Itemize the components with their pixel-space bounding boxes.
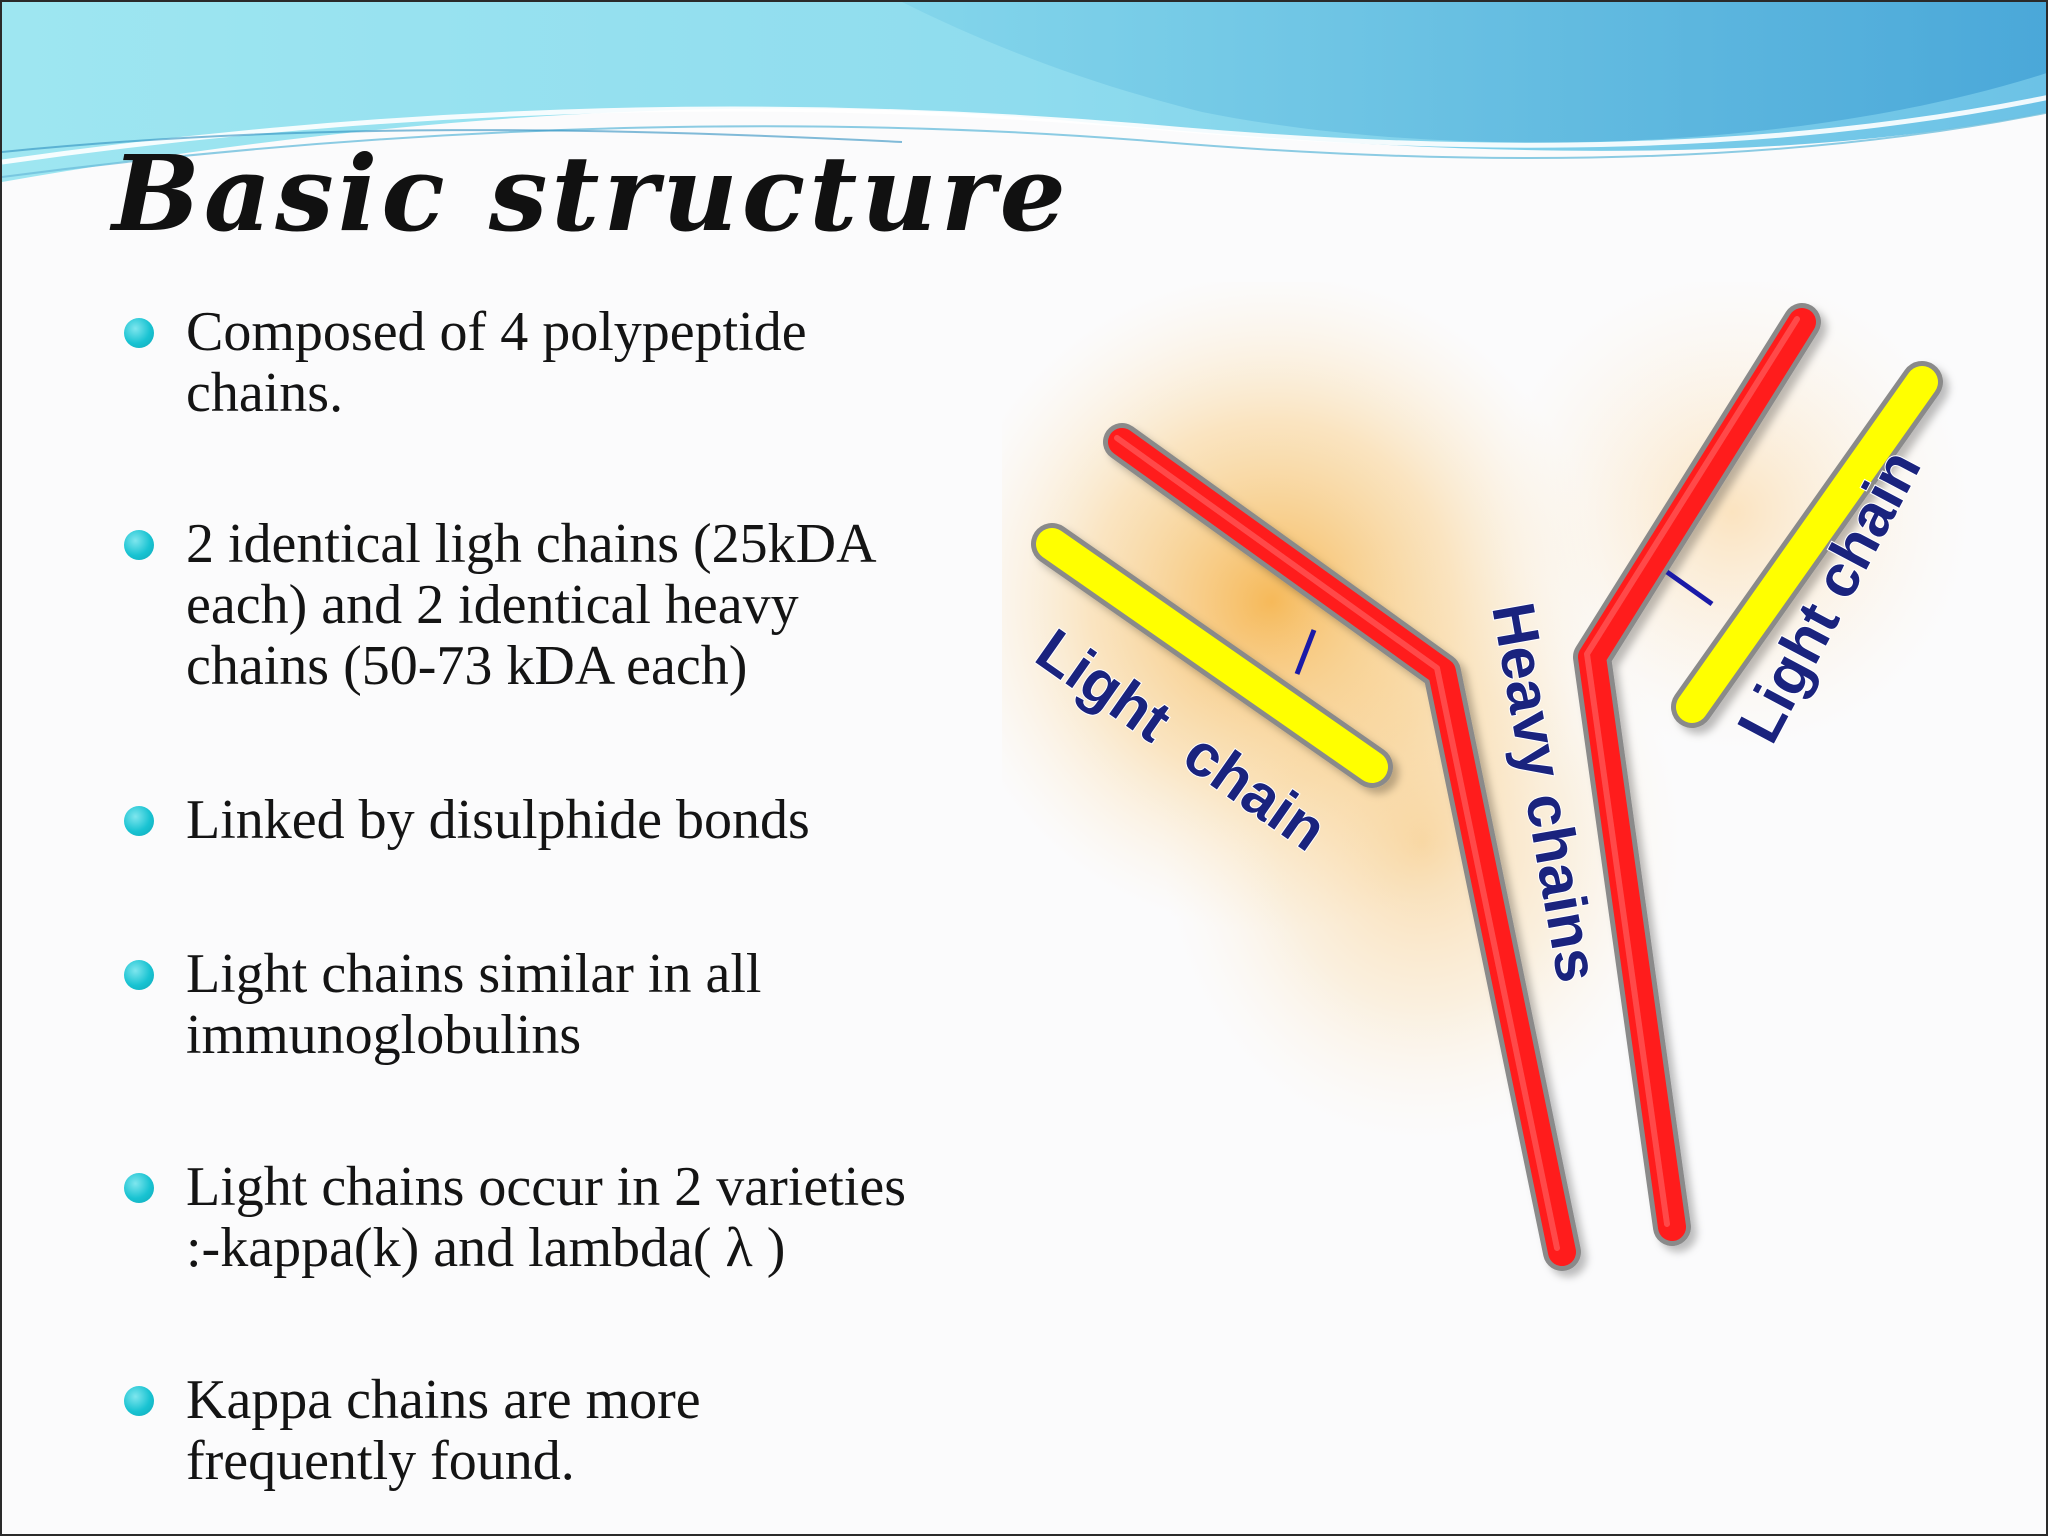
light-chain-right	[1671, 361, 1943, 728]
bullet-item: 2 identical ligh chains (25kDA each) and…	[124, 514, 1004, 697]
bullet-dot-icon	[124, 530, 154, 560]
bullet-item: Linked by disulphide bonds	[124, 790, 1004, 851]
slide-title: Basic structure	[112, 132, 1070, 255]
bullet-dot-icon	[124, 318, 154, 348]
heavy-chain-left	[1103, 423, 1581, 1271]
bullet-text: Kappa chains are more frequently found.	[186, 1369, 701, 1492]
bullet-item: Light chains occur in 2 varieties :-kapp…	[124, 1157, 1004, 1279]
heavy-chain-right	[1573, 303, 1821, 1246]
bullet-dot-icon	[124, 1173, 154, 1203]
bullet-text: Linked by disulphide bonds	[186, 789, 810, 851]
decorative-top-wave	[2, 2, 2046, 182]
bullet-dot-icon	[124, 806, 154, 836]
bullet-item: Kappa chains are more frequently found.	[124, 1370, 1004, 1492]
bullet-item: Composed of 4 polypeptide chains.	[124, 302, 1004, 424]
bullet-dot-icon	[124, 1386, 154, 1416]
bullet-dot-icon	[124, 960, 154, 990]
disulphide-bond-left	[1294, 629, 1317, 675]
bullet-text: Composed of 4 polypeptide chains.	[186, 301, 807, 424]
light-chain-left	[1031, 523, 1393, 788]
bullet-text: 2 identical ligh chains (25kDA each) and…	[186, 513, 877, 697]
bullet-item: Light chains similar in all immunoglobul…	[124, 944, 1004, 1066]
antibody-diagram: Light chain Heavy chains Light chain	[1002, 282, 1972, 1271]
bullet-text: Light chains occur in 2 varieties :-kapp…	[186, 1156, 906, 1279]
bullet-text: Light chains similar in all immunoglobul…	[186, 943, 762, 1066]
disulphide-bond-right	[1665, 569, 1714, 607]
